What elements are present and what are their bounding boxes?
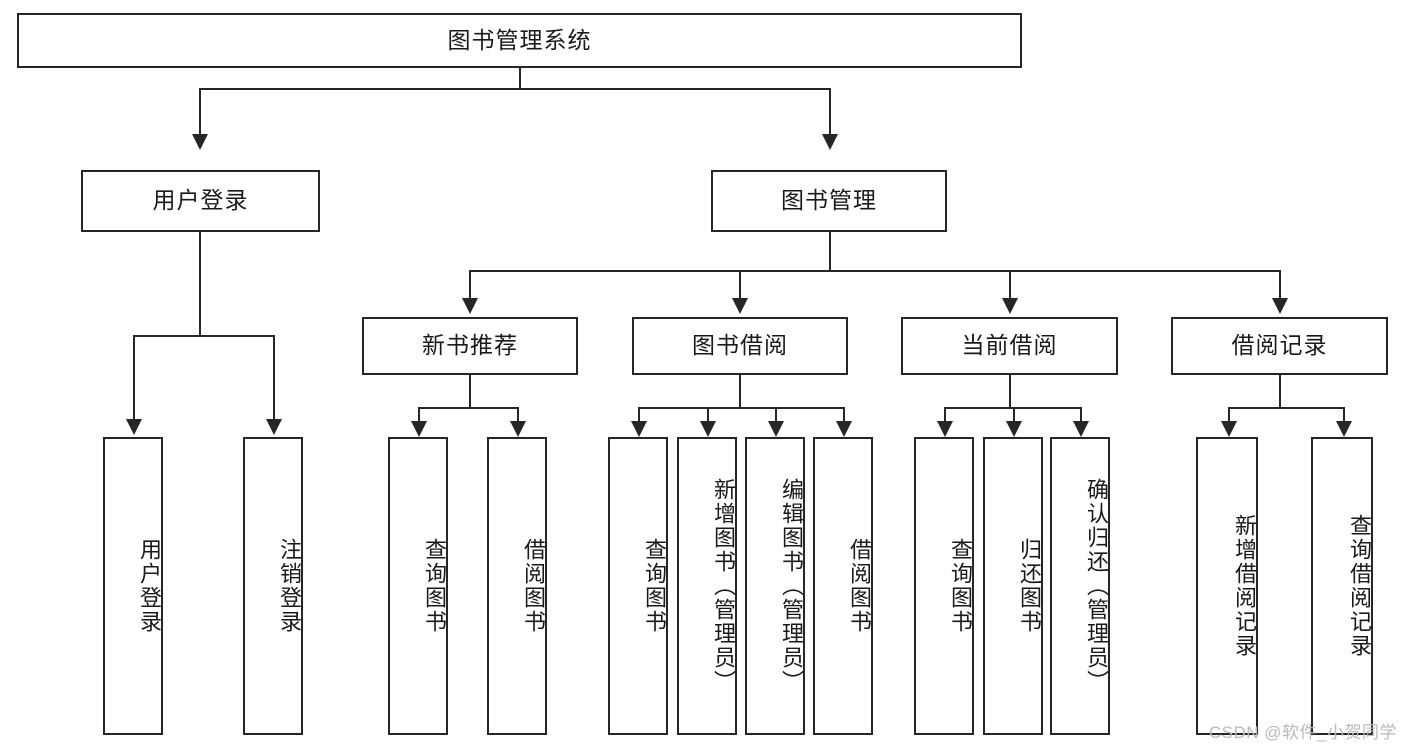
connector-book-borrow-bus [638,407,844,409]
connector-borrow-record-drop-2 [1343,407,1345,423]
connector-user-login-bus [133,335,273,337]
node-label: 归还图书 [1017,538,1042,634]
node-label: 当前借阅 [961,332,1058,359]
leaf-current-borrow-query-book[interactable]: 查询图书 [914,437,974,735]
arrowhead-bm-to-current-borrow [1002,298,1018,314]
leaf-book-borrow-edit-book[interactable]: 编辑图书（管理员） [745,437,805,735]
node-label: 新增图书（管理员） [711,478,736,694]
arrowhead-bm-to-borrow-record [1272,298,1288,314]
node-label: 用户登录 [137,538,162,634]
node-label: 查询图书 [948,538,973,634]
connector-book-borrow-stem [739,375,741,407]
node-label: 新书推荐 [422,332,518,359]
arrowhead-borrow-record-leaf-2 [1336,421,1352,437]
arrowhead-user-login-leaf-2 [266,419,282,435]
connector-bm-to-borrow-record [1279,270,1281,300]
node-label: 借阅图书 [521,538,546,634]
connector-new-book-drop-1 [418,407,420,423]
connector-new-book-bus [418,407,517,409]
node-book-borrow[interactable]: 图书借阅 [632,317,848,375]
node-borrow-record[interactable]: 借阅记录 [1171,317,1388,375]
connector-new-book-stem [469,375,471,407]
node-root-book-management-system[interactable]: 图书管理系统 [17,13,1022,68]
connector-new-book-drop-2 [517,407,519,423]
arrowhead-bm-to-book-borrow [732,298,748,314]
node-new-book-recommend[interactable]: 新书推荐 [362,317,578,375]
arrowhead-current-borrow-leaf-3 [1073,421,1089,437]
node-user-login[interactable]: 用户登录 [81,170,320,232]
leaf-new-book-query-book[interactable]: 查询图书 [388,437,448,735]
node-label: 借阅记录 [1231,332,1328,359]
leaf-current-borrow-confirm-return[interactable]: 确认归还（管理员） [1050,437,1110,735]
leaf-user-login-login[interactable]: 用户登录 [103,437,163,735]
arrowhead-borrow-record-leaf-1 [1221,421,1237,437]
connector-book-borrow-drop-3 [775,407,777,423]
arrowhead-current-borrow-leaf-1 [937,421,953,437]
leaf-book-borrow-add-book[interactable]: 新增图书（管理员） [677,437,737,735]
node-label: 查询图书 [422,538,447,634]
connector-book-borrow-drop-2 [707,407,709,423]
leaf-new-book-borrow-book[interactable]: 借阅图书 [487,437,547,735]
leaf-book-borrow-borrow-book[interactable]: 借阅图书 [813,437,873,735]
connector-root-to-user-login [199,88,201,136]
connector-user-login-drop-2 [273,335,275,421]
node-current-borrow[interactable]: 当前借阅 [901,317,1118,375]
connector-user-login-drop-1 [133,335,135,421]
arrowhead-root-to-book-management [822,134,838,150]
node-label: 借阅图书 [847,538,872,634]
connector-current-borrow-bus [944,407,1080,409]
leaf-current-borrow-return-book[interactable]: 归还图书 [983,437,1043,735]
connector-borrow-record-drop-1 [1228,407,1230,423]
connector-current-borrow-drop-1 [944,407,946,423]
arrowhead-root-to-user-login [192,134,208,150]
arrowhead-current-borrow-leaf-2 [1006,421,1022,437]
connector-borrow-record-bus [1228,407,1343,409]
connector-book-management-stem [829,232,831,270]
connector-root-stem [519,68,521,88]
connector-current-borrow-drop-3 [1080,407,1082,423]
arrowhead-user-login-leaf-1 [126,419,142,435]
arrowhead-book-borrow-leaf-4 [836,421,852,437]
arrowhead-book-borrow-leaf-1 [631,421,647,437]
leaf-book-borrow-query-book[interactable]: 查询图书 [608,437,668,735]
leaf-borrow-record-query-record[interactable]: 查询借阅记录 [1311,437,1373,735]
connector-bm-to-current-borrow [1009,270,1011,300]
leaf-user-login-logout[interactable]: 注销登录 [243,437,303,735]
node-label: 用户登录 [152,187,249,214]
connector-book-borrow-drop-4 [843,407,845,423]
node-label: 新增借阅记录 [1232,514,1257,658]
arrowhead-bm-to-new-book [462,298,478,314]
connector-current-borrow-drop-2 [1013,407,1015,423]
arrowhead-new-book-leaf-2 [510,421,526,437]
connector-root-bus [199,88,830,90]
node-label: 图书管理 [781,187,877,214]
node-label: 查询图书 [642,538,667,634]
connector-borrow-record-stem [1279,375,1281,407]
connector-bm-to-book-borrow [739,270,741,300]
arrowhead-book-borrow-leaf-2 [700,421,716,437]
connector-bm-to-new-book [469,270,471,300]
leaf-borrow-record-add-record[interactable]: 新增借阅记录 [1196,437,1258,735]
connector-book-borrow-drop-1 [638,407,640,423]
node-label: 确认归还（管理员） [1084,478,1109,694]
connector-current-borrow-stem [1009,375,1011,407]
node-label: 查询借阅记录 [1347,514,1372,658]
node-book-management[interactable]: 图书管理 [711,170,947,232]
node-label: 图书借阅 [692,332,788,359]
node-label: 图书管理系统 [447,26,592,53]
node-label: 编辑图书（管理员） [779,478,804,694]
connector-root-to-book-management [829,88,831,136]
connector-book-management-bus [469,270,1280,272]
arrowhead-book-borrow-leaf-3 [768,421,784,437]
node-label: 注销登录 [277,538,302,634]
connector-user-login-stem [199,232,201,335]
arrowhead-new-book-leaf-1 [411,421,427,437]
